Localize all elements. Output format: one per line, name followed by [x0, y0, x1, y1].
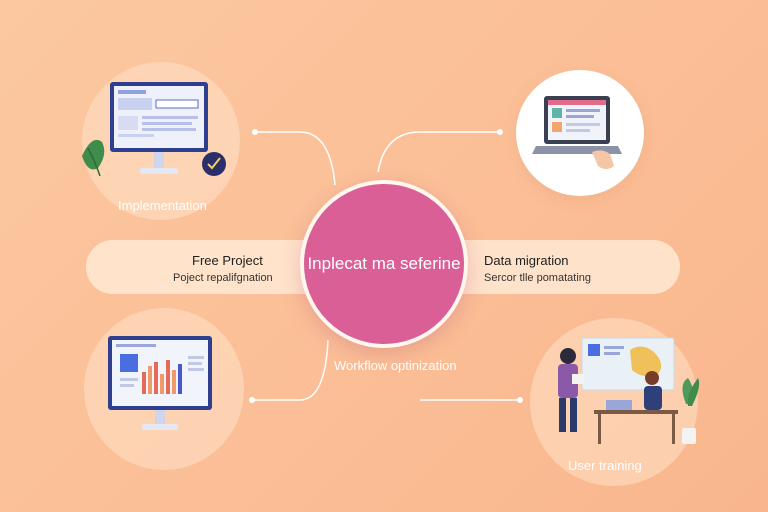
laptop-icon — [532, 96, 622, 169]
free-project-subtitle: Poject repalifgnation — [173, 272, 273, 284]
implementation-monitor-icon — [82, 82, 226, 177]
user-training-label: User training — [568, 458, 642, 473]
data-migration-subtitle: Sercor tlle pomatating — [484, 272, 591, 284]
workflow-monitor-icon — [108, 336, 212, 430]
implementation-label: Implementation — [118, 198, 207, 213]
central-hub: Inplecat ma seferine — [300, 180, 468, 348]
workflow-label: Workflow optinization — [334, 358, 457, 373]
data-migration-title: Data migration — [484, 253, 569, 268]
training-scene-icon — [558, 337, 700, 444]
free-project-title: Free Project — [192, 253, 263, 268]
hub-title: Inplecat ma seferine — [307, 254, 461, 273]
